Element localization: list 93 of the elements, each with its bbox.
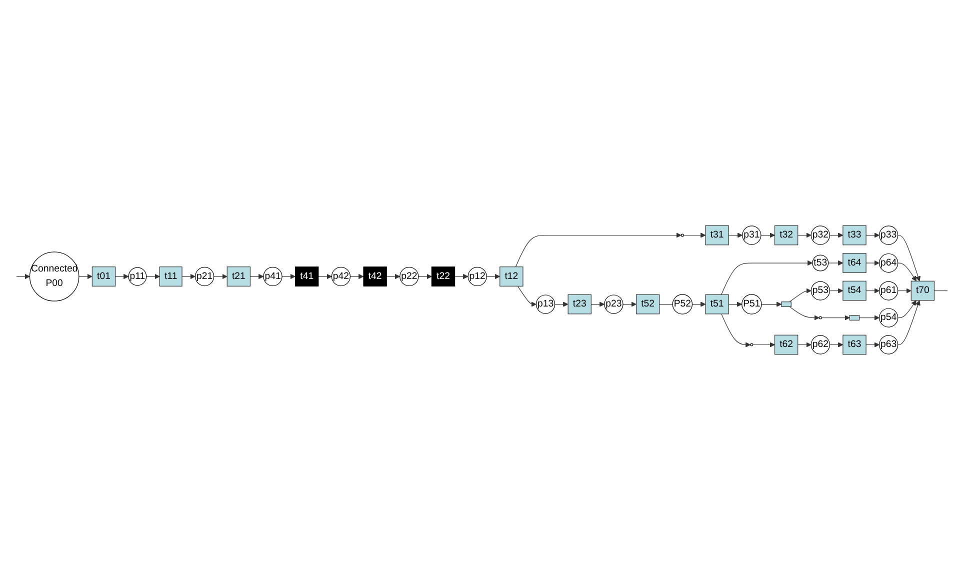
- node-box: t62: [774, 334, 798, 355]
- node-circle: p33: [879, 226, 898, 245]
- arrow: [829, 342, 844, 348]
- arrow: [728, 302, 742, 307]
- arrow: [866, 288, 880, 294]
- node-box: t41: [295, 266, 319, 286]
- node-circle: p61: [879, 281, 898, 300]
- node-box: t70: [910, 280, 935, 301]
- node-circle: p41: [263, 266, 282, 286]
- node-circle: p12: [468, 266, 487, 286]
- arrow: [898, 300, 916, 318]
- node-box: t42: [363, 266, 387, 286]
- arrow: [898, 300, 920, 346]
- arrow: [798, 232, 812, 238]
- arrow: [798, 342, 812, 348]
- arrow: [454, 274, 468, 280]
- node-circle: Connected P00: [29, 252, 80, 302]
- node-box: t52: [636, 294, 660, 314]
- arrow: [515, 232, 682, 268]
- arrow: [866, 342, 880, 348]
- node-box: t22: [431, 266, 456, 286]
- node-box: t64: [842, 253, 866, 273]
- node-circle: [818, 316, 822, 320]
- node-circle: p63: [879, 335, 898, 354]
- node-box: t54: [842, 280, 866, 301]
- arrow: [898, 234, 921, 282]
- arrow: [760, 232, 775, 238]
- arrow: [828, 260, 844, 266]
- connector: [934, 290, 948, 292]
- arrow: [866, 260, 880, 266]
- arrow: [622, 302, 636, 307]
- node-circle: p22: [400, 266, 419, 286]
- arrow: [789, 306, 820, 320]
- arrow: [898, 288, 912, 294]
- node-bar: [849, 315, 860, 320]
- arrow: [350, 274, 364, 280]
- node-circle: p62: [810, 335, 830, 354]
- arrow: [418, 274, 432, 280]
- node-circle: p21: [195, 266, 214, 286]
- node-circle: p23: [604, 294, 624, 314]
- node-circle: [680, 234, 684, 237]
- node-box: t21: [226, 266, 251, 286]
- node-bar: [781, 302, 792, 307]
- node-circle: P52: [672, 294, 693, 314]
- arrow: [114, 274, 129, 280]
- arrow: [517, 286, 536, 307]
- node-box: t51: [705, 294, 729, 314]
- arrow: [761, 302, 782, 307]
- node-box: t32: [774, 225, 798, 246]
- connector: [659, 304, 673, 305]
- arrow: [721, 260, 813, 295]
- arrow: [386, 274, 400, 280]
- node-circle: p53: [810, 281, 830, 300]
- arrow: [728, 232, 743, 238]
- node-circle: P51: [742, 294, 762, 314]
- node-circle: p32: [810, 226, 830, 245]
- node-circle: p31: [742, 226, 762, 245]
- arrow: [692, 302, 706, 307]
- arrow: [78, 274, 92, 280]
- arrow: [282, 274, 296, 280]
- node-circle: p42: [331, 266, 351, 286]
- node-circle: t53: [812, 254, 829, 272]
- node-circle: p13: [536, 294, 556, 314]
- arrow: [16, 274, 30, 280]
- node-circle: p54: [879, 308, 898, 328]
- arrow: [182, 274, 196, 280]
- node-box: t01: [92, 266, 116, 286]
- node-box: t12: [500, 266, 524, 286]
- arrow: [752, 342, 775, 348]
- arrow: [146, 274, 160, 280]
- arrow: [829, 288, 844, 294]
- arrow: [898, 262, 917, 282]
- arrow: [486, 274, 500, 280]
- node-circle: [750, 343, 754, 346]
- node-box: t31: [705, 225, 729, 246]
- node-box: t11: [159, 266, 182, 286]
- arrow: [318, 274, 332, 280]
- node-box: t23: [568, 294, 592, 314]
- arrow: [250, 274, 264, 280]
- arrow: [821, 315, 850, 320]
- arrow: [590, 302, 605, 307]
- node-circle: p11: [128, 267, 147, 286]
- arrow: [721, 314, 751, 348]
- arrow: [859, 315, 880, 320]
- node-circle: p64: [879, 253, 898, 273]
- arrow: [214, 274, 228, 280]
- node-box: t33: [842, 225, 866, 246]
- arrow: [866, 232, 880, 238]
- arrow: [683, 232, 706, 238]
- node-box: t63: [842, 334, 866, 355]
- arrow: [554, 302, 568, 307]
- arrow: [829, 232, 844, 238]
- arrow: [789, 288, 812, 302]
